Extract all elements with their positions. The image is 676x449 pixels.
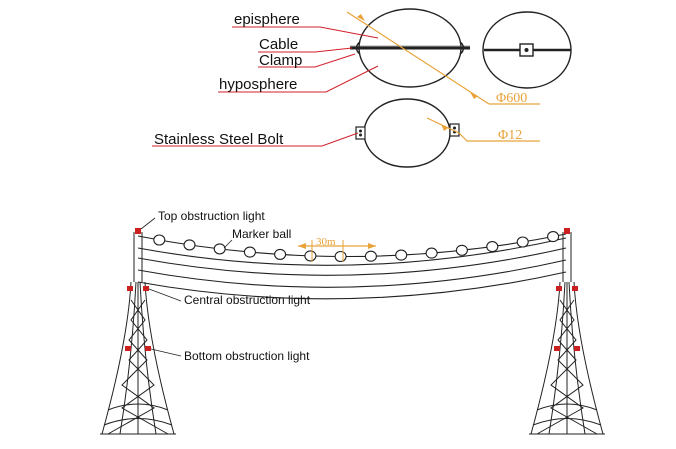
marker-ball xyxy=(455,244,468,256)
marker-ball xyxy=(547,231,560,243)
bottom-light-right-a xyxy=(554,346,560,351)
label-diameter: Φ600 xyxy=(496,91,527,106)
marker-ball xyxy=(183,239,196,251)
bottom-light-left-a xyxy=(125,346,131,351)
marker-ball xyxy=(486,241,499,253)
leader-top-light xyxy=(140,217,156,230)
label-bolt-diameter: Φ12 xyxy=(498,128,522,143)
sphere-bolt-view xyxy=(363,98,451,168)
dim-line-diameter xyxy=(346,11,490,105)
bolt-left xyxy=(355,126,366,140)
span-diagram: 30m xyxy=(100,209,605,435)
sphere-detail: episphere Cable Clamp hyposphere Stainle… xyxy=(152,8,572,168)
central-light-left-a xyxy=(127,286,133,291)
conductor-wire-3 xyxy=(137,259,567,288)
marker-ball xyxy=(243,246,256,258)
tower-left xyxy=(100,232,176,435)
clamp-right xyxy=(459,41,465,55)
label-clamp: Clamp xyxy=(259,52,302,69)
bolt-right xyxy=(449,123,460,137)
tower-right xyxy=(529,232,605,435)
leader-bolt xyxy=(152,132,359,147)
ground-wire xyxy=(137,233,567,258)
label-marker-ball: Marker ball xyxy=(232,227,291,241)
marker-ball xyxy=(516,236,529,248)
label-bottom-obstruction-light: Bottom obstruction light xyxy=(184,349,310,363)
marker-ball xyxy=(364,250,377,262)
top-light-right xyxy=(564,228,570,234)
top-light-left xyxy=(135,228,141,234)
leader-bottom-light xyxy=(150,348,182,357)
marker-ball xyxy=(304,250,317,262)
leader-marker-ball xyxy=(223,239,233,249)
label-spacing: 30m xyxy=(316,236,336,248)
label-cable: Cable xyxy=(259,36,298,53)
marker-ball xyxy=(274,248,287,260)
leader-central-light xyxy=(148,288,182,302)
marker-ball xyxy=(213,243,226,255)
conductor-wire-1 xyxy=(137,237,567,266)
label-episphere: episphere xyxy=(234,11,300,28)
label-top-obstruction-light: Top obstruction light xyxy=(158,209,265,223)
marker-ball xyxy=(334,250,347,263)
label-hyposphere: hyposphere xyxy=(219,76,297,93)
marker-ball xyxy=(395,249,408,261)
leader-hyposphere xyxy=(218,65,379,93)
label-central-obstruction-light: Central obstruction light xyxy=(184,293,311,307)
central-light-left-b xyxy=(143,286,149,291)
leader-episphere xyxy=(232,26,379,39)
conductor-wire-2 xyxy=(137,247,567,276)
leader-cable xyxy=(258,47,353,53)
bottom-light-left-b xyxy=(145,346,151,351)
conductor-wire-4 xyxy=(137,271,567,300)
label-stainless-steel-bolt: Stainless Steel Bolt xyxy=(154,131,284,148)
marker-balls xyxy=(153,231,560,263)
central-light-right-a xyxy=(556,286,562,291)
marker-ball xyxy=(153,234,166,246)
clamp-left xyxy=(355,41,361,55)
marker-ball xyxy=(425,247,438,259)
bottom-light-right-b xyxy=(574,346,580,351)
leader-clamp xyxy=(258,53,356,68)
central-light-right-b xyxy=(572,286,578,291)
